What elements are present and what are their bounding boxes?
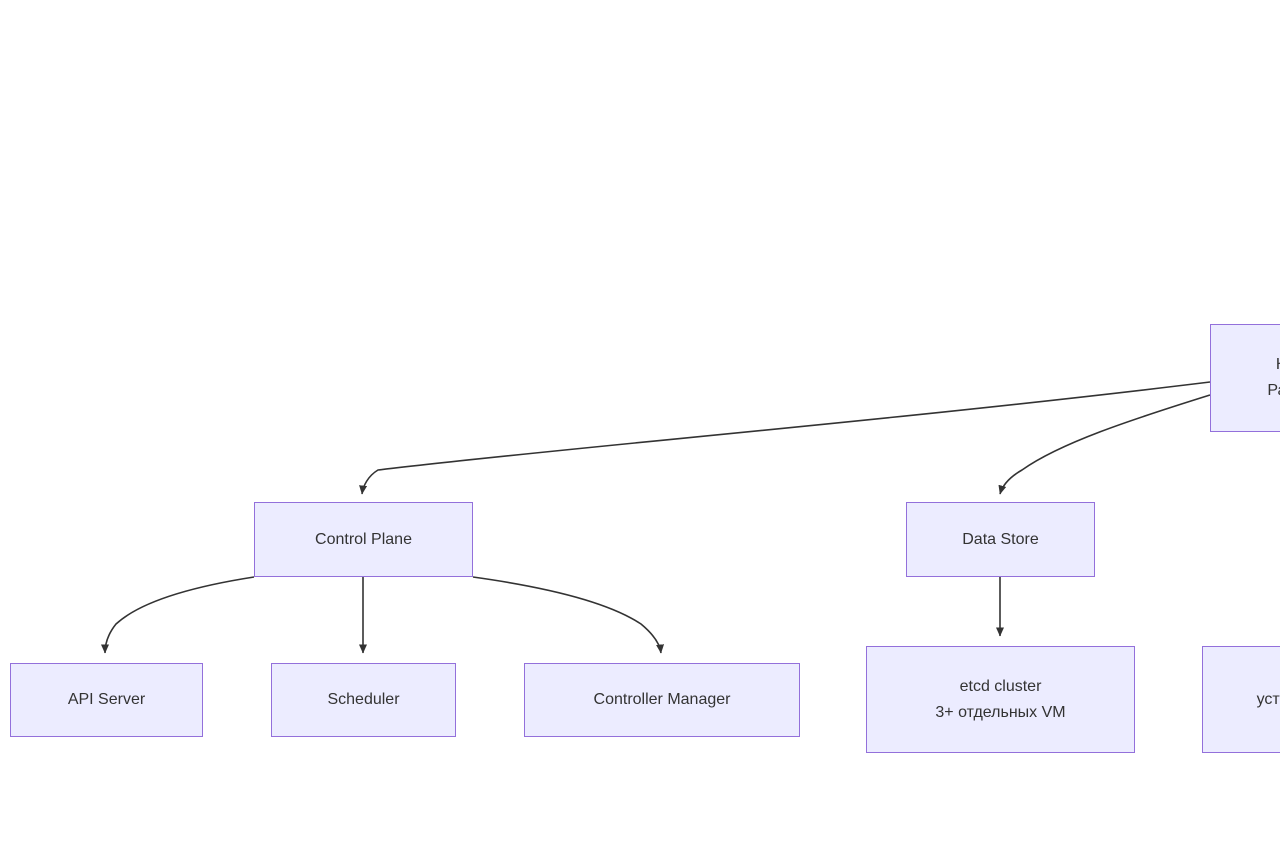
node-root-line-1: Раз: [1267, 382, 1280, 399]
node-api-server[interactable]: API Server: [10, 663, 203, 737]
node-data-store[interactable]: Data Store: [906, 502, 1095, 577]
node-scheduler-label: Scheduler: [327, 691, 400, 708]
node-etcd-cluster[interactable]: etcd cluster 3+ отдельных VM: [866, 646, 1135, 753]
node-control-plane-label: Control Plane: [315, 530, 412, 548]
node-etcd-cluster-line-0: etcd cluster: [959, 677, 1042, 695]
node-install-label: уста: [1256, 690, 1280, 708]
node-controller-manager-label: Controller Manager: [593, 691, 731, 708]
node-scheduler[interactable]: Scheduler: [271, 663, 456, 737]
node-controller-manager[interactable]: Controller Manager: [524, 663, 800, 737]
edge-root-to-control-plane: [359, 381, 1211, 495]
node-root-line-0: К: [1276, 352, 1280, 378]
node-root[interactable]: К Раз: [1210, 324, 1280, 432]
edge-root-to-data-store: [998, 394, 1211, 495]
node-etcd-cluster-line-1: 3+ отдельных VM: [935, 703, 1066, 721]
node-install[interactable]: уста: [1202, 646, 1280, 753]
edge-control-plane-to-api-server: [101, 576, 255, 654]
node-control-plane[interactable]: Control Plane: [254, 502, 473, 577]
node-api-server-label: API Server: [67, 691, 146, 708]
node-data-store-label: Data Store: [962, 530, 1039, 548]
edge-control-plane-to-controller-manager: [472, 576, 665, 654]
